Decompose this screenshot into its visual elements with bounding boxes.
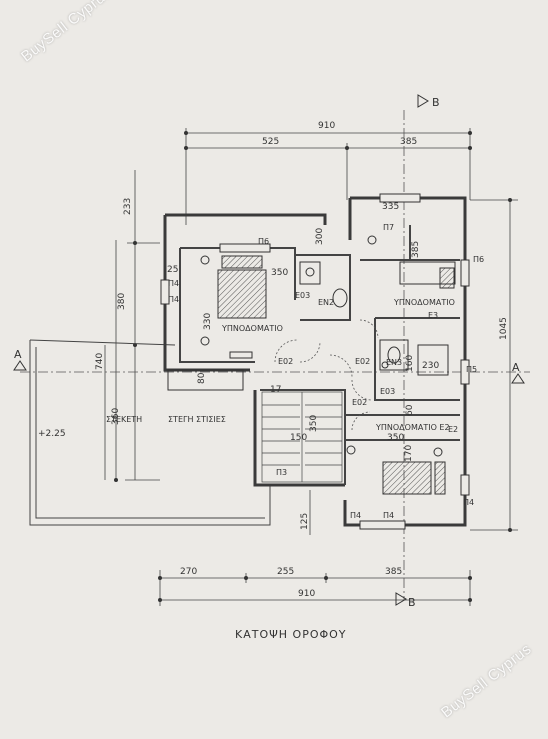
code-e03-b: E03 — [380, 387, 395, 396]
dim-160: 160 — [405, 355, 415, 372]
section-b-bottom: B — [408, 596, 417, 609]
roof-area — [29, 339, 271, 526]
code-e03: E03 — [295, 291, 310, 300]
code-p4-e: Π4 — [463, 498, 474, 507]
room-bedroom-2-code: E3 — [428, 311, 438, 320]
code-p4-d: Π4 — [383, 511, 394, 520]
dim-230: 230 — [422, 361, 439, 371]
dim-350b: 350 — [387, 433, 404, 443]
code-p4-b: Π4 — [168, 295, 179, 304]
section-a-right: A — [512, 361, 521, 374]
code-e2: E2 — [448, 425, 458, 434]
section-markers — [13, 94, 525, 606]
drawing-title: ΚΑΤΟΨΗ ΟΡΟΦΟΥ — [235, 628, 347, 641]
beds — [217, 255, 455, 495]
code-e02-c: E02 — [352, 398, 367, 407]
room-bedroom-2: ΥΠΝΟΔΟΜΑΤΙΟ — [393, 298, 455, 307]
dim-bottom-b: 255 — [277, 567, 294, 577]
dim-left-380: 380 — [117, 293, 127, 310]
section-a-left: A — [14, 348, 23, 361]
dim-150: 150 — [290, 433, 307, 443]
stair — [261, 391, 343, 483]
dim-350c: 350 — [309, 415, 319, 432]
dim-top-right: 385 — [400, 137, 417, 147]
code-en2: EN2 — [318, 298, 334, 307]
windows — [160, 193, 470, 530]
room-bedroom-3: ΥΠΝΟΔΟΜΑΤΙΟ E2 — [375, 423, 450, 432]
code-en3: EN3 — [386, 358, 402, 367]
dim-80: 80 — [197, 372, 207, 384]
dimension-ticks — [114, 131, 512, 602]
dim-top-total: 910 — [318, 121, 335, 131]
roof-prefix: ΣΤΕΚΕΤΗ — [106, 415, 142, 424]
level-mark: +2.25 — [38, 429, 66, 439]
dim-350a: 350 — [271, 268, 288, 278]
dim-330: 330 — [203, 313, 213, 330]
dim-bottom-a: 270 — [180, 567, 197, 577]
dim-170: 170 — [404, 445, 414, 462]
exterior-walls — [163, 196, 467, 527]
dim-right-1045: 1045 — [499, 317, 509, 340]
code-p6-a: Π6 — [258, 237, 269, 246]
code-e02-b: E02 — [355, 357, 370, 366]
dim-300: 300 — [315, 228, 325, 245]
code-p5: Π5 — [466, 365, 477, 374]
dim-left-233: 233 — [123, 198, 133, 215]
dim-335: 335 — [382, 202, 399, 212]
door-swings — [274, 319, 379, 431]
dim-25: 25 — [167, 265, 178, 275]
dim-left-740: 740 — [95, 353, 105, 370]
code-p4-a: Π4 — [168, 279, 179, 288]
dim-bottom-total: 910 — [298, 589, 315, 599]
section-b-top: B — [432, 96, 441, 109]
dimension-lines — [104, 128, 518, 606]
dim-125: 125 — [300, 513, 310, 530]
code-e02-a: E02 — [278, 357, 293, 366]
code-p3: Π3 — [276, 468, 287, 477]
code-p6-b: Π6 — [473, 255, 484, 264]
code-p4-c: Π4 — [350, 511, 361, 520]
dim-left-360: 360 — [111, 408, 121, 425]
dim-bottom-c: 385 — [385, 567, 402, 577]
room-bedroom-1: ΥΠΝΟΔΟΜΑΤΙΟ — [221, 324, 283, 333]
dim-385: 385 — [411, 241, 421, 258]
interior-walls — [179, 225, 460, 485]
roof-label: ΣΤΕΓΗ ΣΤΙΣΙΕΣ — [168, 415, 226, 424]
dim-top-left: 525 — [262, 137, 279, 147]
dim-60: 60 — [405, 404, 415, 416]
section-lines — [20, 110, 530, 600]
dim-17: 17 — [270, 385, 281, 395]
fixtures — [167, 235, 456, 457]
code-p7: Π7 — [383, 223, 394, 232]
